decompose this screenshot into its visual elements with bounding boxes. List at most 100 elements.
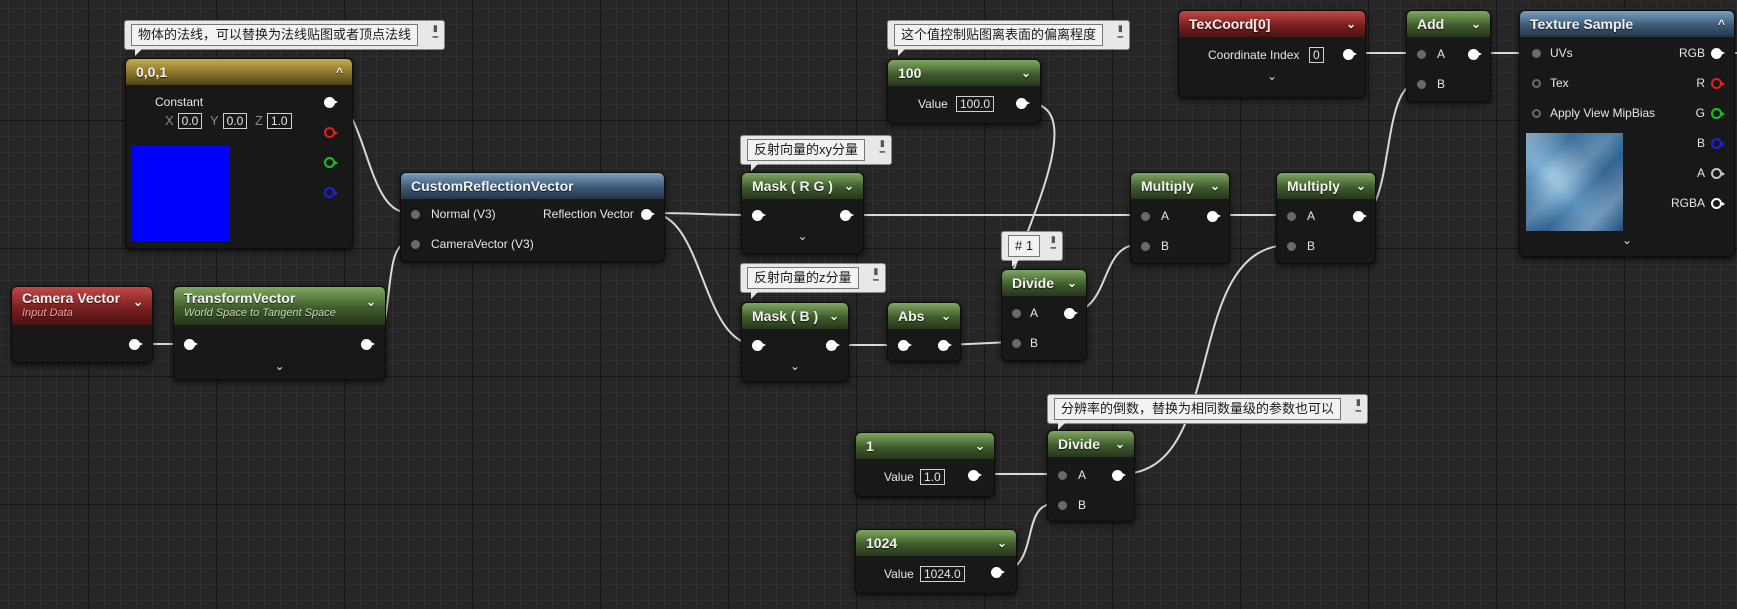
collapse-chevron-icon[interactable]: ⌄ [1470, 17, 1481, 31]
node-header[interactable]: Multiply ⌄ [1131, 173, 1229, 199]
output-pin[interactable] [1112, 470, 1126, 481]
pin-icon[interactable]: ▮━ [1117, 23, 1124, 42]
collapse-chevron-icon[interactable]: ⌄ [974, 439, 985, 453]
node-header[interactable]: 100 ⌄ [888, 60, 1040, 86]
x-value-field[interactable]: 0.0 [177, 113, 203, 129]
transform-vector-node[interactable]: TransformVector World Space to Tangent S… [173, 286, 386, 380]
node-header[interactable]: CustomReflectionVector [401, 173, 664, 199]
output-pin[interactable] [840, 210, 854, 221]
collapse-chevron-icon[interactable]: ⌄ [1020, 66, 1031, 80]
collapse-chevron-icon[interactable]: ⌄ [996, 536, 1007, 550]
mipbias-input-pin[interactable] [1532, 109, 1541, 118]
rgba-output-pin[interactable] [1711, 198, 1725, 209]
input-b-pin[interactable] [1012, 339, 1021, 348]
multiply-node[interactable]: Multiply ⌄ A B [1130, 172, 1230, 264]
collapse-chevron-icon[interactable]: ⌄ [828, 309, 839, 323]
node-header[interactable]: Mask ( B ) ⌄ [742, 303, 848, 329]
pin-icon[interactable]: ▮━ [879, 138, 886, 157]
output-pin[interactable] [1468, 49, 1482, 60]
comment-z[interactable]: 反射向量的z分量 ▮━ [740, 263, 886, 299]
param-1-node[interactable]: 1 ⌄ Value 1.0 [855, 432, 995, 497]
output-pin[interactable] [1343, 49, 1357, 60]
y-value-field[interactable]: 0.0 [222, 113, 248, 129]
texture-sample-node[interactable]: Texture Sample ^ UVs Tex Apply View MipB… [1519, 10, 1735, 257]
comment-offset[interactable]: 这个值控制贴图离表面的偏离程度 ▮━ [887, 20, 1131, 56]
pin-icon[interactable]: ▮━ [1050, 234, 1057, 253]
collapse-chevron-icon[interactable]: ⌄ [1114, 437, 1125, 451]
collapse-chevron-icon[interactable]: ^ [1717, 17, 1725, 31]
a-output-pin[interactable] [1711, 168, 1725, 179]
node-header[interactable]: TexCoord[0] ⌄ [1179, 11, 1365, 37]
mask-b-node[interactable]: Mask ( B ) ⌄ ⌄ [741, 302, 849, 382]
node-header[interactable]: Abs ⌄ [888, 303, 960, 329]
coordinate-index-field[interactable]: 0 [1309, 47, 1324, 63]
output-pin[interactable] [968, 470, 982, 481]
expand-chevron-icon[interactable]: ⌄ [1621, 233, 1633, 247]
node-header[interactable]: Divide ⌄ [1048, 431, 1134, 457]
collapse-chevron-icon[interactable]: ⌄ [1066, 276, 1077, 290]
b-output-pin[interactable] [1711, 138, 1725, 149]
add-node[interactable]: Add ⌄ A B [1406, 10, 1491, 102]
input-pin[interactable] [752, 210, 766, 221]
input-pin[interactable] [184, 339, 198, 350]
output-pin[interactable] [1353, 211, 1367, 222]
input-b-pin[interactable] [1141, 242, 1150, 251]
z-value-field[interactable]: 1.0 [266, 113, 292, 129]
output-pin[interactable] [1207, 211, 1221, 222]
value-field[interactable]: 100.0 [956, 96, 995, 112]
collapse-chevron-icon[interactable]: ^ [335, 65, 343, 79]
input-b-pin[interactable] [1058, 501, 1067, 510]
tex-input-pin[interactable] [1532, 79, 1541, 88]
output-g-pin[interactable] [324, 157, 338, 168]
value-field[interactable]: 1024.0 [920, 566, 965, 582]
comment-one[interactable]: # 1 ▮━ [1001, 231, 1064, 267]
multiply-node[interactable]: Multiply ⌄ A B [1276, 172, 1376, 264]
normal-input-pin[interactable] [411, 210, 420, 219]
input-b-pin[interactable] [1417, 80, 1426, 89]
pin-icon[interactable]: ▮━ [873, 266, 879, 285]
collapse-chevron-icon[interactable]: ⌄ [1355, 179, 1366, 193]
input-b-pin[interactable] [1287, 242, 1296, 251]
camera-vector-input-pin[interactable] [411, 240, 420, 249]
collapse-chevron-icon[interactable]: ⌄ [940, 309, 951, 323]
node-header[interactable]: 0,0,1 ^ [126, 59, 352, 85]
collapse-chevron-icon[interactable]: ⌄ [132, 295, 143, 309]
reflection-output-pin[interactable] [641, 209, 655, 220]
input-a-pin[interactable] [1287, 212, 1296, 221]
rgb-output-pin[interactable] [1711, 48, 1725, 59]
node-header[interactable]: 1 ⌄ [856, 433, 994, 459]
input-a-pin[interactable] [1058, 471, 1067, 480]
expand-chevron-icon[interactable]: ⌄ [789, 359, 801, 373]
output-pin[interactable] [1064, 308, 1078, 319]
output-pin[interactable] [129, 339, 143, 350]
divide-node[interactable]: Divide ⌄ A B [1001, 269, 1087, 361]
expand-chevron-icon[interactable]: ⌄ [274, 359, 285, 373]
output-pin[interactable] [361, 339, 375, 350]
divide-node[interactable]: Divide ⌄ A B [1047, 430, 1135, 522]
node-header[interactable]: TransformVector World Space to Tangent S… [174, 287, 385, 325]
node-header[interactable]: Camera Vector Input Data ⌄ [12, 287, 152, 325]
node-header[interactable]: Multiply ⌄ [1277, 173, 1375, 199]
input-a-pin[interactable] [1012, 309, 1021, 318]
param-1024-node[interactable]: 1024 ⌄ Value 1024.0 [855, 529, 1017, 594]
input-pin[interactable] [752, 340, 766, 351]
output-pin[interactable] [826, 340, 840, 351]
node-header[interactable]: Texture Sample ^ [1520, 11, 1734, 37]
input-pin[interactable] [898, 340, 912, 351]
param-100-node[interactable]: 100 ⌄ Value 100.0 [887, 59, 1041, 124]
comment-xy[interactable]: 反射向量的xy分量 ▮━ [740, 135, 893, 171]
node-header[interactable]: 1024 ⌄ [856, 530, 1016, 556]
pin-icon[interactable]: ▮━ [432, 23, 439, 42]
input-a-pin[interactable] [1141, 212, 1150, 221]
output-pin[interactable] [938, 340, 952, 351]
collapse-chevron-icon[interactable]: ⌄ [1345, 17, 1356, 31]
pin-icon[interactable]: ▮━ [1355, 397, 1362, 416]
abs-node[interactable]: Abs ⌄ [887, 302, 961, 362]
node-header[interactable]: Add ⌄ [1407, 11, 1490, 37]
collapse-chevron-icon[interactable]: ⌄ [1209, 179, 1220, 193]
output-b-pin[interactable] [324, 187, 338, 198]
node-header[interactable]: Mask ( R G ) ⌄ [742, 173, 863, 199]
g-output-pin[interactable] [1711, 108, 1725, 119]
camera-vector-node[interactable]: Camera Vector Input Data ⌄ [11, 286, 153, 363]
